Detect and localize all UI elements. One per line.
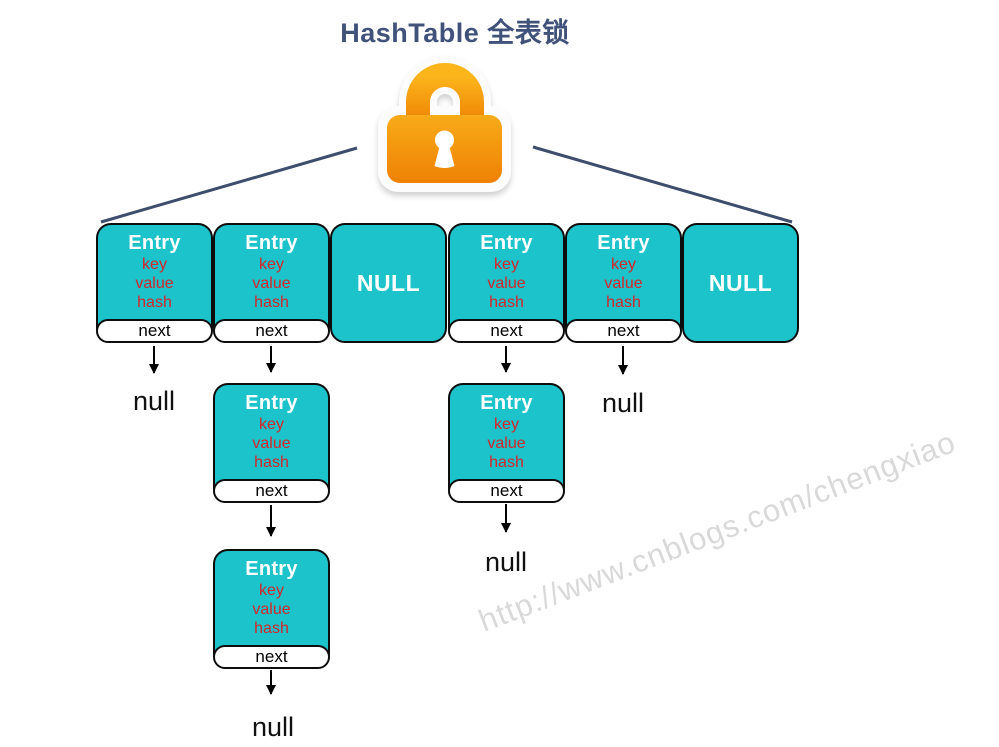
entry-field-value: value (252, 275, 291, 292)
entry-field-hash: hash (254, 620, 289, 637)
entry-title: Entry (480, 392, 533, 414)
entry-field-value: value (604, 275, 643, 292)
bucket0-entry-box: Entry key value hash next (96, 223, 213, 343)
entry-field-key: key (494, 416, 519, 433)
next-pointer: next (448, 479, 565, 503)
entry-field-key: key (494, 256, 519, 273)
lock-shackle (406, 63, 484, 122)
chain3-level2-entry-box: Entry key value hash next (448, 383, 565, 503)
next-pointer: next (448, 319, 565, 343)
page-title: HashTable 全表锁 (340, 18, 570, 48)
keyhole-icon (435, 130, 454, 150)
padlock-icon (378, 56, 511, 192)
entry-title: Entry (597, 232, 650, 254)
chain1-level3-entry-box: Entry key value hash next (213, 549, 330, 669)
entry-field-hash: hash (254, 454, 289, 471)
next-pointer: next (213, 645, 330, 669)
next-pointer: next (213, 319, 330, 343)
entry-field-value: value (252, 601, 291, 618)
entry-field-key: key (259, 416, 284, 433)
bucket4-entry-box: Entry key value hash next (565, 223, 682, 343)
entry-title: Entry (245, 558, 298, 580)
keyhole-stem (434, 145, 455, 168)
bucket5-null-box: NULL (682, 223, 799, 343)
null-terminator-bucket4: null (601, 388, 645, 418)
null-terminator-bucket0: null (132, 386, 176, 416)
entry-field-hash: hash (489, 454, 524, 471)
entry-field-key: key (611, 256, 636, 273)
lock-scope-line-left (100, 146, 358, 224)
entry-field-value: value (252, 435, 291, 452)
entry-title: Entry (128, 232, 181, 254)
entry-title: Entry (480, 232, 533, 254)
lock-scope-line-right (532, 145, 793, 224)
next-pointer: next (213, 479, 330, 503)
entry-field-hash: hash (137, 294, 172, 311)
entry-title: Entry (245, 232, 298, 254)
entry-field-hash: hash (254, 294, 289, 311)
entry-field-key: key (259, 256, 284, 273)
entry-field-value: value (135, 275, 174, 292)
entry-field-key: key (259, 582, 284, 599)
entry-field-hash: hash (606, 294, 641, 311)
next-pointer: next (96, 319, 213, 343)
entry-title: Entry (245, 392, 298, 414)
bucket3-entry-box: Entry key value hash next (448, 223, 565, 343)
next-pointer: next (565, 319, 682, 343)
chain1-level2-entry-box: Entry key value hash next (213, 383, 330, 503)
entry-field-value: value (487, 275, 526, 292)
bucket1-entry-box: Entry key value hash next (213, 223, 330, 343)
null-terminator-chain3: null (484, 547, 528, 577)
bucket2-null-box: NULL (330, 223, 447, 343)
entry-field-value: value (487, 435, 526, 452)
entry-field-key: key (142, 256, 167, 273)
null-terminator-chain1: null (251, 712, 295, 742)
entry-field-hash: hash (489, 294, 524, 311)
